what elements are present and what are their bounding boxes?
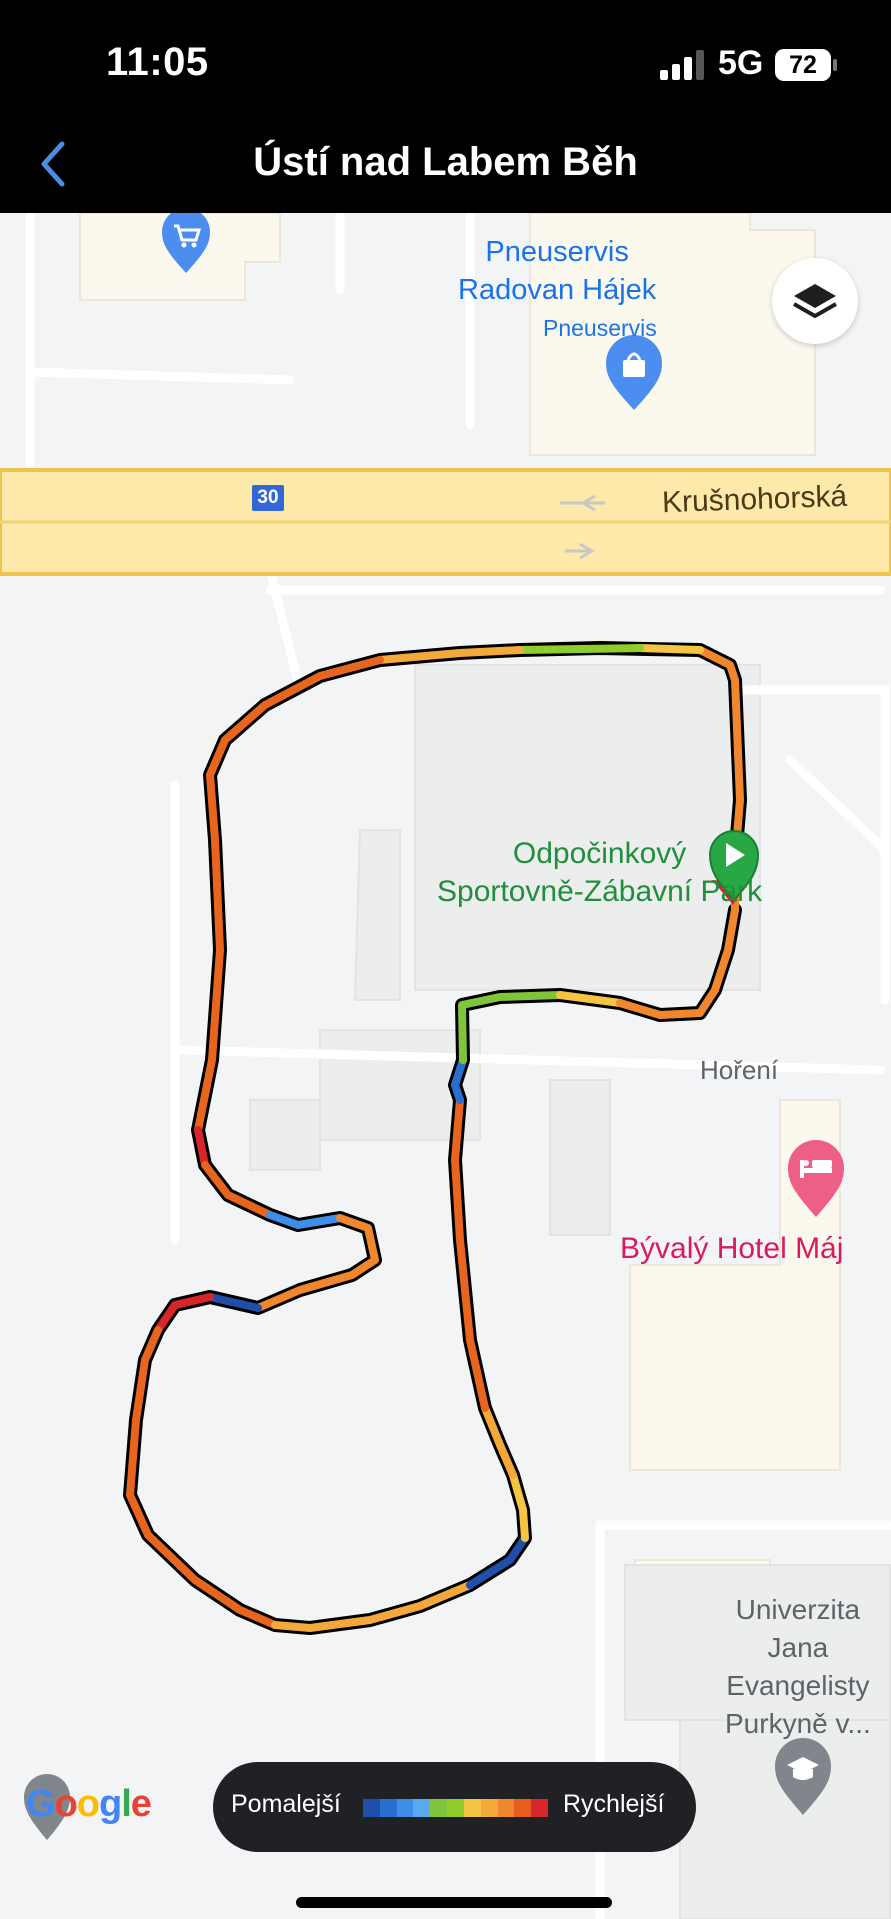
route-segment <box>481 1404 517 1479</box>
legend-faster-label: Rychlejší <box>563 1790 665 1818</box>
battery-level: 72 <box>775 49 831 81</box>
poi-label-hotel[interactable]: Bývalý Hotel Máj <box>620 1232 844 1265</box>
graduation-cap-icon <box>775 1738 831 1815</box>
legend-color-scale <box>363 1799 548 1817</box>
page-title: Ústí nad Labem Běh <box>253 140 638 184</box>
route-segment <box>516 644 644 654</box>
poi-label-park[interactable]: Odpočinkový Sportovně-Zábavní Park <box>437 837 763 908</box>
route-segment <box>266 1211 344 1229</box>
layers-button[interactable] <box>772 258 858 344</box>
nav-bar: Ústí nad Labem Běh <box>0 118 891 213</box>
park-area <box>353 829 401 1001</box>
route-segment <box>458 991 564 1064</box>
map-canvas <box>0 213 891 1919</box>
route-segment <box>466 1534 529 1589</box>
route-segment <box>556 991 624 1007</box>
legend-swatch <box>363 1799 380 1817</box>
start-play-icon <box>708 830 760 902</box>
shopping-cart-icon <box>162 213 210 273</box>
chevron-left-icon[interactable] <box>32 134 82 194</box>
route-segment <box>154 1293 214 1334</box>
road-shield: 30 <box>252 485 284 511</box>
route-segment <box>451 1096 489 1412</box>
pace-legend: Pomalejší Rychlejší <box>213 1762 696 1852</box>
layers-icon <box>793 284 837 318</box>
home-indicator[interactable] <box>296 1897 612 1908</box>
route-segment <box>254 1214 379 1312</box>
route-segment <box>126 1326 279 1629</box>
minor-street <box>25 367 295 385</box>
legend-swatch <box>463 1799 481 1817</box>
route-segment <box>201 1161 274 1219</box>
map-view[interactable]: Pneuservis Radovan Hájek Pneuservis 30 K… <box>0 213 891 1919</box>
building <box>529 213 816 456</box>
route-segment <box>636 644 704 654</box>
poi-label-university[interactable]: Univerzita Jana Evangelisty Purkyně v... <box>725 1594 871 1739</box>
minor-street <box>730 685 890 1005</box>
legend-swatch <box>514 1799 532 1817</box>
shopping-bag-icon <box>606 335 662 410</box>
building-gray <box>679 1719 891 1919</box>
street-label-main: Krušnohorská <box>661 479 848 520</box>
park-area <box>414 664 761 991</box>
battery-icon: 72 <box>775 49 837 81</box>
network-type: 5G <box>718 44 764 82</box>
route-segment <box>696 646 744 864</box>
route-segment <box>206 1293 262 1312</box>
street-label-side: Hoření <box>700 1055 779 1085</box>
legend-swatch <box>396 1799 414 1817</box>
legend-slower-label: Pomalejší <box>231 1790 341 1818</box>
route-segment <box>376 646 524 664</box>
legend-swatch <box>497 1799 515 1817</box>
status-time: 11:05 <box>106 40 209 84</box>
minor-street <box>785 755 890 855</box>
route-segment <box>451 1056 467 1104</box>
route-segment <box>194 1126 209 1169</box>
minor-street <box>175 1045 885 1075</box>
park-area <box>249 1099 321 1171</box>
legend-swatch <box>430 1799 448 1817</box>
legend-swatch <box>531 1799 548 1817</box>
legend-swatch <box>413 1799 431 1817</box>
google-logo: Google <box>26 1783 152 1825</box>
battery-tip <box>833 59 837 71</box>
building <box>629 1099 841 1471</box>
route-segment <box>509 1471 529 1542</box>
poi-category-pneuservis: Pneuservis <box>543 315 657 341</box>
route-segment <box>616 856 739 1019</box>
park-area <box>549 1079 611 1236</box>
legend-swatch <box>480 1799 498 1817</box>
route-segment <box>194 656 384 1134</box>
status-bar: 11:05 5G 72 <box>0 0 891 118</box>
route-segment <box>271 1581 474 1632</box>
legend-swatch <box>447 1799 464 1817</box>
legend-swatch <box>379 1799 397 1817</box>
hotel-bed-icon <box>788 1140 844 1217</box>
poi-label-pneuservis[interactable]: Pneuservis Radovan Hájek <box>458 236 657 306</box>
cellular-signal-icon <box>660 50 704 80</box>
map-pin-icon <box>24 1774 70 1840</box>
